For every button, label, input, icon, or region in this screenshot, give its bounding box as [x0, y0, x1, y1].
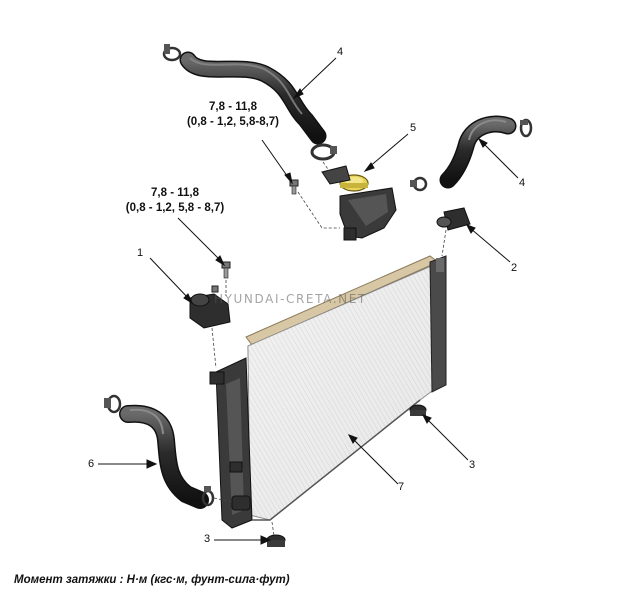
bracket-bolt-lower	[221, 261, 231, 279]
left-tank-fitting-top	[209, 371, 225, 385]
torque-spec-lower: 7,8 - 11,8 (0,8 - 1,2, 5,8 - 8,7)	[110, 186, 240, 216]
torque-units-caption: Момент затяжки : Н·м (кгс·м, фунт-сила·ф…	[14, 574, 290, 586]
leader-lines	[98, 57, 519, 545]
lower-mount-left	[266, 521, 286, 547]
torque-spec-lower-units: (0,8 - 1,2, 5,8 - 8,7)	[125, 202, 225, 214]
upper-hose-right	[410, 115, 533, 192]
torque-spec-upper-units: (0,8 - 1,2, 5,8-8,7)	[186, 116, 280, 128]
lower-mount-right	[409, 404, 427, 416]
callout-3-left: 3	[204, 533, 211, 545]
callout-1: 1	[137, 247, 144, 259]
left-tank-fitting-mid	[229, 461, 243, 473]
bracket-bolt-upper	[289, 179, 299, 195]
radiator-cap-assembly	[289, 161, 397, 241]
watermark: HYUNDAI-CRETA.NET	[214, 292, 367, 306]
callout-6: 6	[88, 458, 95, 470]
radiator	[209, 255, 447, 529]
torque-spec-upper: 7,8 - 11,8 (0,8 - 1,2, 5,8-8,7)	[168, 100, 298, 130]
torque-spec-lower-value: 7,8 - 11,8	[151, 187, 199, 199]
left-tank-outlet	[231, 495, 251, 511]
upper-hose-left	[162, 44, 337, 161]
callout-2: 2	[511, 262, 518, 274]
radiator-right-tank	[429, 255, 447, 393]
callout-7: 7	[398, 481, 405, 493]
lower-hose	[104, 394, 233, 509]
torque-spec-upper-value: 7,8 - 11,8	[209, 101, 257, 113]
upper-mount-left	[189, 261, 231, 369]
upper-mount-right	[436, 207, 471, 257]
callout-3-right: 3	[469, 459, 476, 471]
callout-5: 5	[410, 122, 417, 134]
callout-4-upper-left: 4	[337, 46, 344, 58]
callout-4-right: 4	[519, 177, 526, 189]
